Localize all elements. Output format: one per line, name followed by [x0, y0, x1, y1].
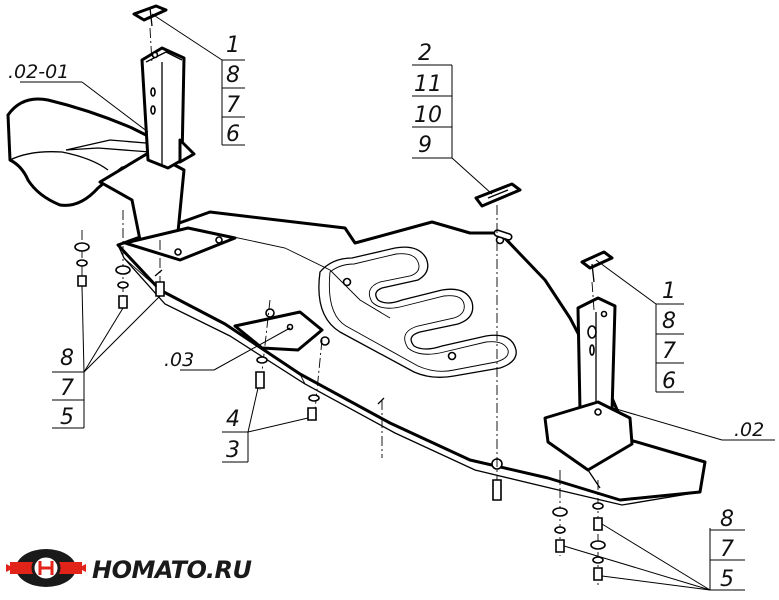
callout-number: 7 [226, 93, 240, 118]
callout-number: 11 [414, 72, 442, 97]
part-label-center-plate: .03 [164, 349, 194, 371]
callout-number: 6 [662, 369, 676, 394]
callout-number: 6 [226, 122, 240, 147]
top-center-tab [474, 182, 522, 208]
right-mount-bracket [543, 250, 634, 489]
left-mount-bracket [6, 4, 237, 262]
part-label-right-mount: .02 [734, 419, 764, 441]
callout-number: 5 [60, 405, 74, 430]
callout-number: 7 [720, 537, 734, 562]
center-plate [233, 310, 324, 352]
callout-top-center: 2 11 10 9 [412, 41, 452, 159]
callout-number: 1 [662, 279, 676, 304]
callout-bottom-right-bolts: 8 7 5 [710, 507, 745, 592]
callout-number: 9 [418, 133, 432, 158]
callout-number: 4 [226, 407, 240, 432]
callout-number: 1 [226, 33, 240, 58]
callout-number: 3 [226, 438, 240, 463]
callout-number: 2 [418, 41, 432, 66]
callout-number: 7 [60, 376, 74, 401]
callout-number: 8 [60, 346, 74, 371]
callout-right: 1 8 7 6 [656, 279, 684, 394]
callout-number: 10 [414, 103, 442, 128]
callout-top-left: 1 8 7 6 [222, 33, 245, 147]
skid-plate [116, 210, 707, 506]
logo-text: HOMATO.RU [92, 556, 251, 584]
callout-number: 5 [720, 567, 734, 592]
leader-lines [20, 13, 775, 591]
callout-number: 8 [720, 507, 734, 532]
callout-center-bolts: 4 3 [222, 407, 248, 463]
homato-logo: HOMATO.RU [6, 549, 252, 587]
part-label-left-mount: .02-01 [8, 61, 69, 83]
hardware [74, 242, 606, 581]
callout-left-bolts: 8 7 5 [52, 346, 84, 430]
callout-number: 7 [662, 339, 676, 364]
callout-number: 8 [226, 63, 240, 88]
callout-number: 8 [662, 309, 676, 334]
